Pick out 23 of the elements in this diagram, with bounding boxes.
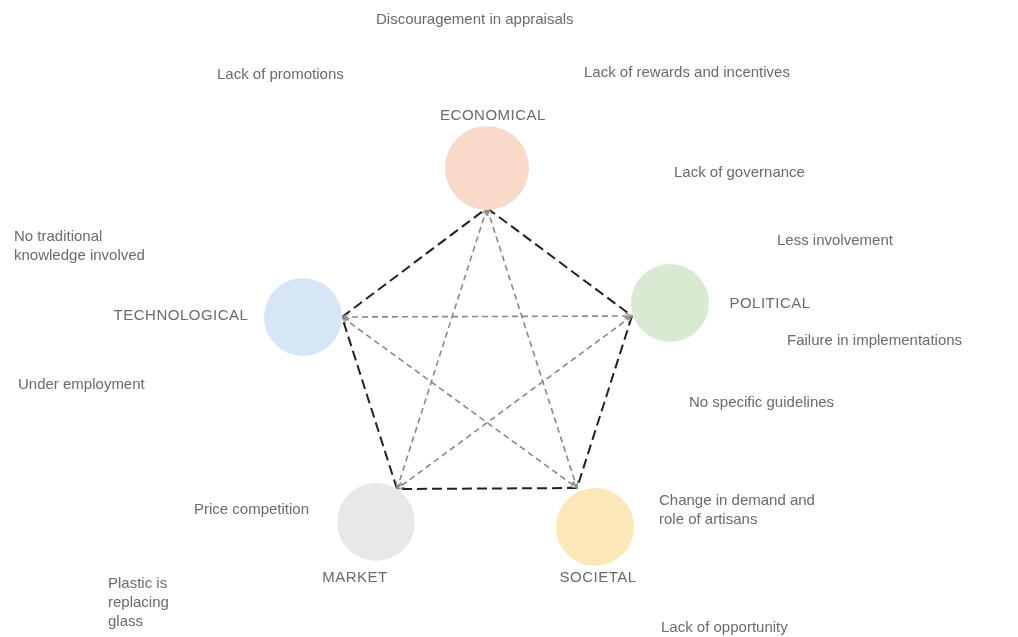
note-text: Lack of promotions (217, 64, 344, 83)
note-text: No traditional knowledge involved (14, 226, 146, 264)
dashed-connector (341, 316, 578, 489)
note-text: Lack of rewards and incentives (584, 62, 790, 81)
category-label: ECONOMICAL (439, 106, 547, 123)
note-text: Failure in implementations (787, 330, 963, 349)
dashed-connector (485, 207, 579, 489)
dashed-connector (395, 207, 489, 490)
note-text: Discouragement in appraisals (376, 9, 574, 28)
note-text: Change in demand and role of artisans (659, 490, 816, 528)
category-label: POLITICAL (728, 294, 812, 311)
dashed-connector (396, 315, 633, 490)
note-text: Plastic is replacing glass (108, 573, 170, 630)
note-text: No specific guidelines (689, 392, 835, 411)
note-text: Under employment (18, 374, 145, 393)
note-text: Less involvement (777, 230, 893, 249)
note-text: Lack of governance (674, 162, 805, 181)
note-text: Price competition (194, 499, 310, 518)
category-label: SOCIETAL (558, 568, 638, 585)
dashed-connector (341, 312, 633, 321)
category-label: TECHNOLOGICAL (112, 306, 250, 323)
note-text: Lack of opportunity (661, 617, 788, 636)
category-label: MARKET (321, 568, 389, 585)
